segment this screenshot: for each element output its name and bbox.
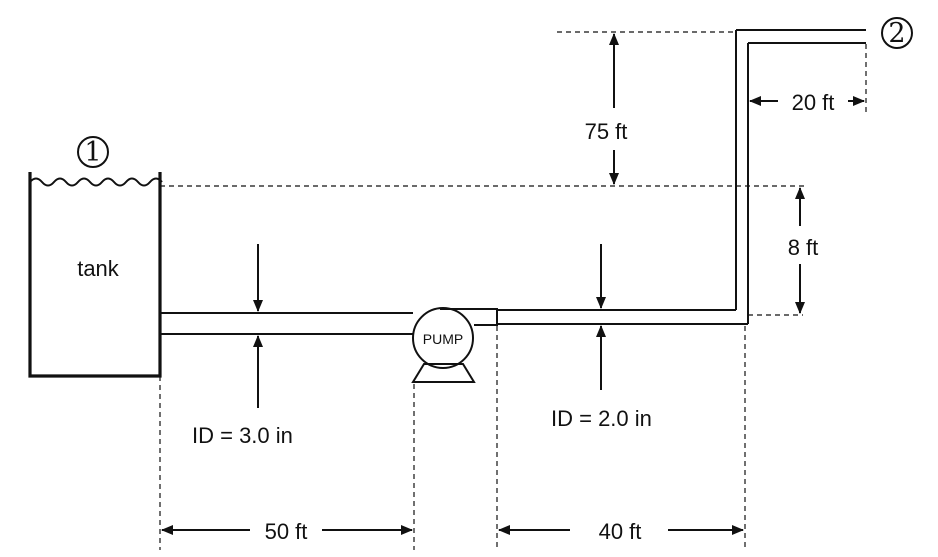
length-40-label: 40 ft <box>599 519 642 544</box>
pump: PUMP <box>411 307 498 383</box>
height-8-label: 8 ft <box>788 235 819 260</box>
pump-label: PUMP <box>423 331 463 347</box>
water-surface <box>29 177 163 187</box>
height-75-label: 75 ft <box>585 119 628 144</box>
point-1-label: 1 <box>84 137 101 168</box>
tank-wall <box>28 172 162 378</box>
length-50-label: 50 ft <box>265 519 308 544</box>
tank: tank <box>28 172 163 378</box>
pump-casing <box>412 307 474 369</box>
pump-base <box>411 363 476 383</box>
pump-outlet <box>440 308 498 326</box>
point-1-marker: 1 <box>77 136 109 168</box>
suction-pipe <box>160 312 413 335</box>
discharge-pipe <box>497 29 866 325</box>
discharge-id-label: ID = 2.0 in <box>551 406 652 431</box>
offset-20-label: 20 ft <box>792 90 835 115</box>
point-2-marker: 2 <box>881 17 913 49</box>
suction-id-label: ID = 3.0 in <box>192 423 293 448</box>
tank-label: tank <box>77 256 120 281</box>
point-2-label: 2 <box>888 18 905 49</box>
